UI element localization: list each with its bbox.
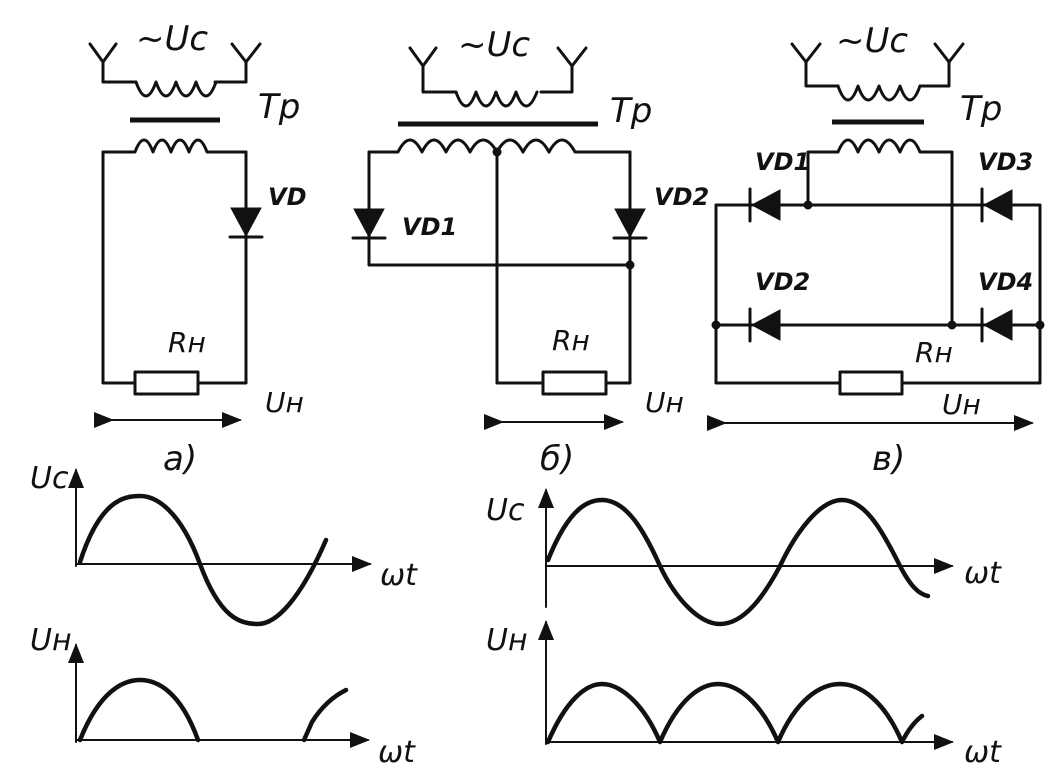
circuit-center-tap: ~Uc Tp VD1 VD2 Rн Uн б) (351, 25, 709, 479)
source-terminals (790, 42, 965, 88)
secondary-winding (101, 138, 248, 154)
output-voltage-axis-label: Uн (30, 623, 72, 658)
source-label: ~Uc (136, 19, 208, 59)
diode-label-vd1: VD1 (755, 148, 810, 176)
diode-vd2 (612, 208, 648, 240)
output-voltage-axis-label: Uн (486, 623, 528, 658)
caption-a: а) (163, 439, 197, 479)
load-label: Rн (168, 326, 206, 359)
circuit-half-wave: ~Uc Tp VD Rн Uн а) (88, 19, 307, 479)
caption-c: в) (872, 439, 905, 479)
load-resistor (541, 370, 608, 396)
source-terminals (88, 42, 262, 84)
load-voltage-label: Uн (645, 386, 684, 419)
load-voltage-label: Uн (942, 388, 981, 421)
diode-label-vd: VD (268, 183, 307, 211)
source-terminals (408, 46, 588, 94)
input-sine-wave (545, 497, 931, 627)
output-time-axis-label: ωt (378, 735, 416, 770)
load-label: Rн (915, 336, 953, 369)
output-half-wave (77, 677, 349, 743)
diode-vd4 (980, 307, 1013, 343)
diode-vd3 (980, 187, 1013, 223)
diode-label-vd1: VD1 (402, 213, 457, 241)
diode-label-vd2: VD2 (654, 183, 709, 211)
circuit-bridge: ~Uc Tp VD1 VD3 VD2 (707, 21, 1045, 479)
secondary-winding (806, 138, 954, 327)
load-voltage-label: Uн (265, 386, 304, 419)
load-resistor (838, 370, 904, 396)
diode-vd2 (748, 307, 781, 343)
circuit-wires (714, 203, 1042, 385)
diode-vd (228, 207, 264, 239)
transformer-label: Tp (960, 89, 1002, 129)
output-full-wave (545, 681, 925, 745)
node-right (1035, 320, 1045, 330)
output-time-axis-label: ωt (964, 735, 1002, 770)
diode-vd1 (748, 187, 781, 223)
caption-b: б) (540, 439, 574, 479)
load-resistor (133, 370, 200, 396)
diode-label-vd2: VD2 (755, 268, 810, 296)
waveforms-half-wave: Uc ωt Uн ωt (30, 461, 418, 770)
source-label: ~Uc (458, 25, 530, 65)
diode-label-vd4: VD4 (978, 268, 1033, 296)
circuit-wires (367, 150, 632, 385)
junction-node (625, 260, 635, 270)
load-label: Rн (552, 324, 590, 357)
input-sine-wave (77, 493, 329, 627)
primary-winding (454, 90, 539, 108)
primary-winding (134, 80, 218, 98)
transformer-label: Tp (610, 91, 652, 131)
input-voltage-axis-label: Uc (486, 493, 525, 528)
node-top (803, 200, 813, 210)
node-left (711, 320, 721, 330)
secondary-winding (367, 138, 632, 154)
primary-winding (836, 84, 922, 102)
transformer-label: Tp (258, 87, 300, 127)
input-voltage-axis-label: Uc (30, 461, 69, 496)
diode-vd1 (351, 208, 387, 240)
input-time-axis-label: ωt (964, 556, 1002, 591)
diode-label-vd3: VD3 (978, 148, 1033, 176)
input-time-axis-label: ωt (380, 558, 418, 593)
waveforms-full-wave: Uc ωt Uн ωt (486, 488, 1002, 770)
source-label: ~Uc (836, 21, 908, 61)
node-bottom (947, 320, 957, 330)
